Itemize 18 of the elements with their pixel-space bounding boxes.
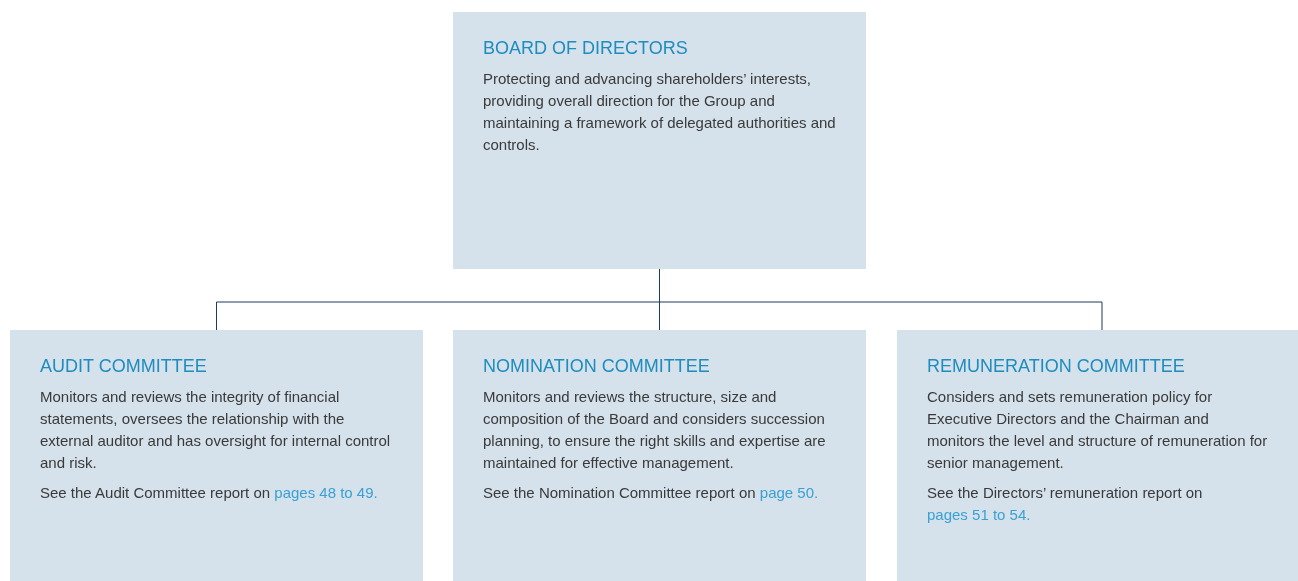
page-link: pages 48 to 49. <box>274 484 378 501</box>
box-description: Monitors and reviews the integrity of financial statements, oversees the relationship with the external auditor and has oversight for internal control and risk. <box>40 387 392 473</box>
committee-box <box>897 330 1298 581</box>
box-description: Considers and sets remuneration policy for Executive Directors and the Chairman and monitors the level and structure of remuneration for senior management. <box>927 387 1268 473</box>
report-reference: See the Nomination Committee report on page 50. <box>483 483 820 503</box>
committee-box <box>453 330 866 581</box>
box-description: Protecting and advancing shareholders’ interests, providing overall direction for the Group and maintaining a framework of delegated authorities and controls. <box>483 69 836 155</box>
report-reference: See the Directors’ remuneration report on pages 51 to 54. <box>927 483 1204 525</box>
page-link: pages 51 to 54. <box>927 506 1031 523</box>
page-link: page 50. <box>759 484 819 501</box>
committee-box <box>10 330 423 581</box>
report-reference: See the Audit Committee report on pages 48 to 49. <box>40 483 379 503</box>
box-heading: NOMINATION COMMITTEE <box>483 356 710 377</box>
box-heading: AUDIT COMMITTEE <box>40 356 207 377</box>
box-heading: BOARD OF DIRECTORS <box>483 38 688 59</box>
box-heading: REMUNERATION COMMITTEE <box>927 356 1185 377</box>
board-box <box>453 12 866 269</box>
box-description: Monitors and reviews the structure, size and composition of the Board and considers succession planning, to ensure the right skills and expertise are maintained for effective management. <box>483 387 827 473</box>
